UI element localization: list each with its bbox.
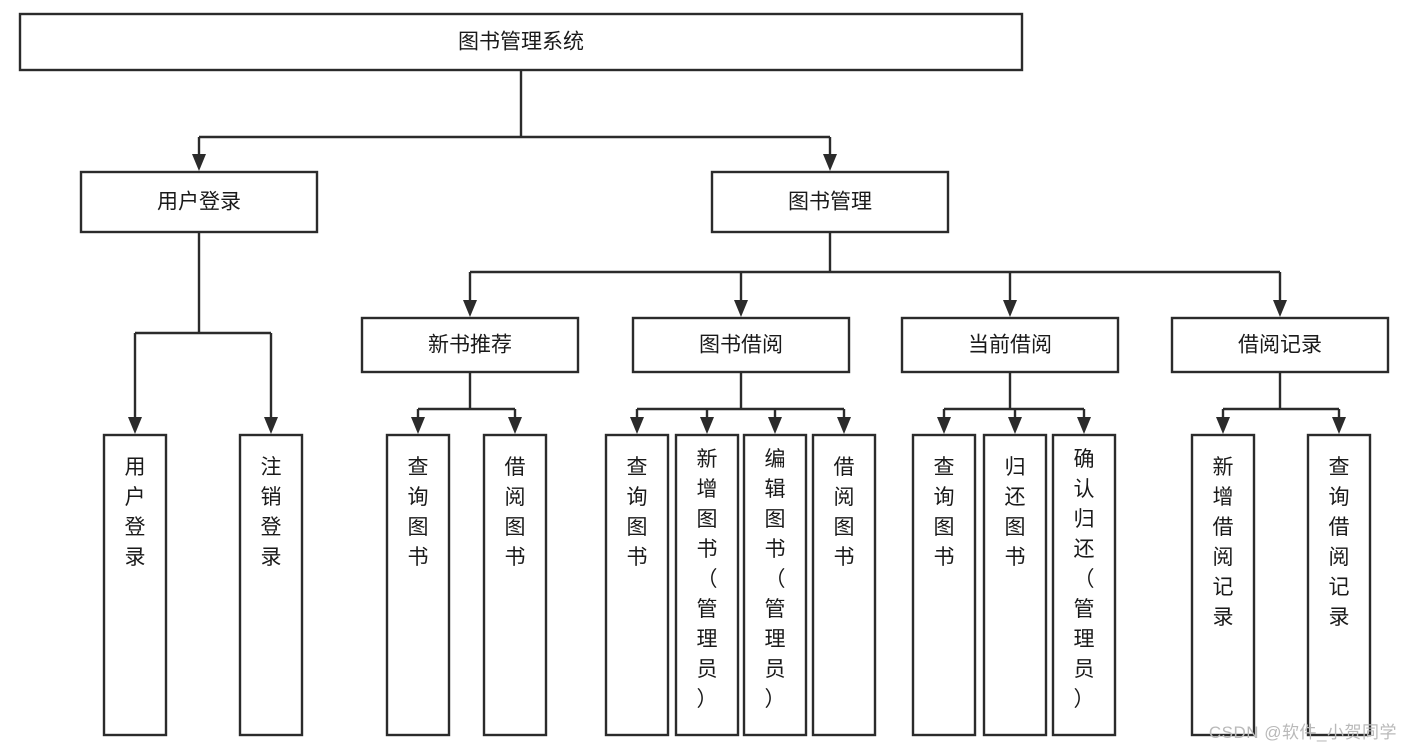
node-leaf-borrow-book[interactable]: 借阅图书 <box>811 433 877 737</box>
node-leaf-add-borrow-record-label: 新增借阅记录 <box>1213 456 1234 629</box>
node-leaf-return-book-rect[interactable] <box>982 433 1048 737</box>
node-root-label: 图书管理系统 <box>458 31 584 54</box>
node-user-login[interactable]: 用户登录 <box>79 170 319 234</box>
node-leaf-query-book-current-rect[interactable] <box>911 433 977 737</box>
root-to-level2-arrow-0 <box>192 154 206 171</box>
node-borrow-record-rect[interactable] <box>1170 316 1390 374</box>
node-root-rect[interactable] <box>18 12 1024 72</box>
node-leaf-edit-book-admin-rect[interactable] <box>742 433 808 737</box>
to-leaves-new-book-recommend-arrow-0 <box>411 417 425 434</box>
bookmgmt-to-level3-arrow-1 <box>734 300 748 317</box>
node-book-management-label: 图书管理 <box>788 191 872 214</box>
to-leaves-book-borrow-arrow-0 <box>630 417 644 434</box>
to-leaves-current-borrow-arrow-2 <box>1077 417 1091 434</box>
node-book-borrow[interactable]: 图书借阅 <box>631 316 851 374</box>
node-root[interactable]: 图书管理系统 <box>18 12 1024 72</box>
node-leaf-borrow-book-label: 借阅图书 <box>834 456 855 569</box>
to-leaves-current-borrow-arrow-1 <box>1008 417 1022 434</box>
to-leaves-current-borrow-arrow-0 <box>937 417 951 434</box>
node-leaf-query-book-current-label: 查询图书 <box>934 456 955 569</box>
node-leaf-return-book-label: 归还图书 <box>1005 456 1026 569</box>
node-leaf-query-book-borrow-label: 查询图书 <box>627 456 648 569</box>
node-leaf-edit-book-admin[interactable]: 编辑图书（管理员） <box>742 433 808 737</box>
node-current-borrow[interactable]: 当前借阅 <box>900 316 1120 374</box>
bookmgmt-to-level3-arrow-0 <box>463 300 477 317</box>
node-leaf-logout-label: 注销登录 <box>261 456 282 569</box>
node-book-management-rect[interactable] <box>710 170 950 234</box>
bookmgmt-to-level3-arrow-2 <box>1003 300 1017 317</box>
to-leaves-borrow-record-arrow-1 <box>1332 417 1346 434</box>
node-current-borrow-rect[interactable] <box>900 316 1120 374</box>
node-leaf-add-borrow-record-rect[interactable] <box>1190 433 1256 737</box>
node-leaf-borrow-book-recommend-rect[interactable] <box>482 433 548 737</box>
node-book-borrow-label: 图书借阅 <box>699 334 783 357</box>
node-leaf-logout[interactable]: 注销登录 <box>238 433 304 737</box>
to-leaves-user-login-arrow-0 <box>128 417 142 434</box>
to-leaves-new-book-recommend-arrow-1 <box>508 417 522 434</box>
node-leaf-borrow-book-rect[interactable] <box>811 433 877 737</box>
node-book-borrow-rect[interactable] <box>631 316 851 374</box>
node-leaf-query-book-recommend-label: 查询图书 <box>408 456 429 569</box>
node-leaf-borrow-book-recommend[interactable]: 借阅图书 <box>482 433 548 737</box>
node-user-login-rect[interactable] <box>79 170 319 234</box>
node-boxes: 图书管理系统用户登录图书管理新书推荐图书借阅当前借阅借阅记录用户登录注销登录查询… <box>18 12 1390 737</box>
to-leaves-user-login-arrow-1 <box>264 417 278 434</box>
node-leaf-query-book-current[interactable]: 查询图书 <box>911 433 977 737</box>
to-leaves-book-borrow-arrow-1 <box>700 417 714 434</box>
node-leaf-borrow-book-recommend-label: 借阅图书 <box>505 456 526 569</box>
node-leaf-query-borrow-record-label: 查询借阅记录 <box>1329 456 1350 629</box>
node-leaf-add-book-admin[interactable]: 新增图书（管理员） <box>674 433 740 737</box>
to-leaves-book-borrow-arrow-3 <box>837 417 851 434</box>
node-book-management[interactable]: 图书管理 <box>710 170 950 234</box>
node-leaf-edit-book-admin-label: 编辑图书（管理员） <box>765 448 786 711</box>
node-leaf-return-book[interactable]: 归还图书 <box>982 433 1048 737</box>
node-user-login-label: 用户登录 <box>157 191 241 214</box>
node-leaf-query-book-borrow[interactable]: 查询图书 <box>604 433 670 737</box>
csdn-watermark: CSDN @软件_小贺同学 <box>1208 723 1397 742</box>
node-leaf-confirm-return-admin-rect[interactable] <box>1051 433 1117 737</box>
node-new-book-recommend-rect[interactable] <box>360 316 580 374</box>
bookmgmt-to-level3-arrow-3 <box>1273 300 1287 317</box>
node-leaf-add-borrow-record[interactable]: 新增借阅记录 <box>1190 433 1256 737</box>
node-leaf-query-book-recommend-rect[interactable] <box>385 433 451 737</box>
node-leaf-user-login-label: 用户登录 <box>125 456 146 569</box>
node-leaf-user-login-rect[interactable] <box>102 433 168 737</box>
node-leaf-user-login[interactable]: 用户登录 <box>102 433 168 737</box>
node-leaf-query-borrow-record-rect[interactable] <box>1306 433 1372 737</box>
to-leaves-borrow-record-arrow-0 <box>1216 417 1230 434</box>
root-to-level2-arrow-1 <box>823 154 837 171</box>
node-leaf-add-book-admin-rect[interactable] <box>674 433 740 737</box>
node-leaf-logout-rect[interactable] <box>238 433 304 737</box>
node-leaf-confirm-return-admin-label: 确认归还（管理员） <box>1074 448 1095 711</box>
node-borrow-record[interactable]: 借阅记录 <box>1170 316 1390 374</box>
node-new-book-recommend-label: 新书推荐 <box>428 334 512 357</box>
to-leaves-book-borrow-arrow-2 <box>768 417 782 434</box>
node-current-borrow-label: 当前借阅 <box>968 334 1052 357</box>
node-leaf-add-book-admin-label: 新增图书（管理员） <box>697 448 718 711</box>
node-borrow-record-label: 借阅记录 <box>1238 334 1322 357</box>
node-leaf-query-book-recommend[interactable]: 查询图书 <box>385 433 451 737</box>
node-leaf-confirm-return-admin[interactable]: 确认归还（管理员） <box>1051 433 1117 737</box>
connector-lines <box>128 70 1346 434</box>
node-new-book-recommend[interactable]: 新书推荐 <box>360 316 580 374</box>
node-leaf-query-book-borrow-rect[interactable] <box>604 433 670 737</box>
node-leaf-query-borrow-record[interactable]: 查询借阅记录 <box>1306 433 1372 737</box>
